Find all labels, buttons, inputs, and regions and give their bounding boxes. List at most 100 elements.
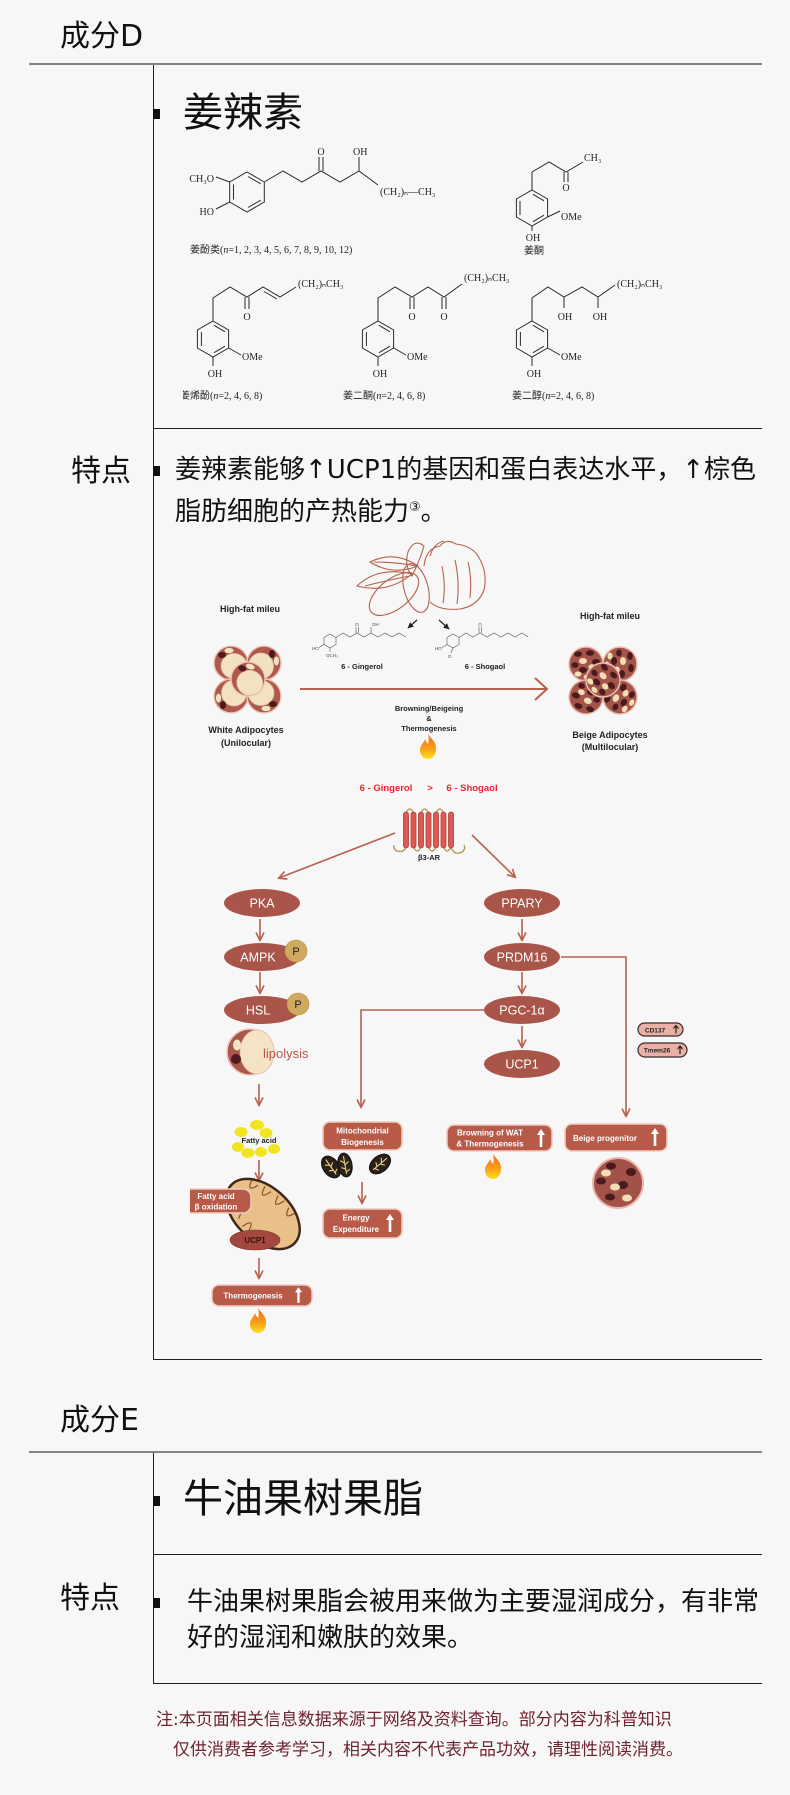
section-divider (29, 1451, 762, 1453)
feature-label: 特点 (71, 454, 131, 489)
structure-caption: 姜二醇(n=2, 4, 6, 8) (512, 389, 594, 402)
box-label: Beige progenitor (573, 1134, 637, 1143)
hydroxyl-label: HO (435, 646, 442, 651)
marker-pill-cd137: CD137 (637, 1022, 684, 1037)
white-adipocyte-cluster (214, 646, 281, 713)
white-adipocytes-sublabel: (Unilocular) (221, 738, 271, 748)
flame-icon (420, 734, 436, 759)
marker-label: Tmem26 (644, 1048, 671, 1055)
context-label-right: High-fat mileu (580, 611, 640, 621)
tail-label: (CH₂)ₙ—CH₃ (380, 187, 435, 198)
tail-label: (CH₂)ₙCH₃ (298, 279, 343, 290)
process-label: Browning/Beigeing (395, 704, 464, 713)
mito-ucp1-badge: UCP1 (229, 1229, 281, 1251)
methoxy-label: OMe (242, 352, 263, 363)
table-column-divider (153, 1453, 154, 1683)
box-label: Mitochondrial (336, 1127, 388, 1136)
structure-caption: 姜烯酚(n=2, 4, 6, 8) (183, 389, 262, 402)
flame-icon (250, 1308, 266, 1333)
alcohol-label: OH (558, 312, 572, 323)
arrow-receptor-to-pka (279, 832, 396, 878)
structure-caption: 姜酮 (524, 244, 544, 257)
browning-wat-box: Browning of WAT & Thermogenesis (446, 1124, 553, 1152)
methoxy-label: OMe (561, 212, 582, 223)
box-label: Fatty acid (197, 1192, 234, 1201)
ring-double-bonds (519, 193, 545, 223)
node-label: PRDM16 (497, 951, 548, 965)
beige-progenitor-cell-icon (592, 1157, 644, 1209)
arrow-pgc1a-to-mito-biogenesis (361, 1009, 484, 1107)
shogaols-structure: O (CH₂)ₙCH₃ OMe OH 姜烯酚(n=2, 4, 6, 8) (183, 279, 343, 402)
6-shogaol-structure: HO O O (435, 622, 529, 659)
gingerols-structure: CH₃O HO O OH (CH₂)ₙ—CH₃ 姜酚类(n=1, 2, 3, 4… (189, 147, 435, 256)
section-header-ingredient-e: 成分E (60, 1403, 139, 1438)
arrow-receptor-to-ppary (471, 834, 515, 877)
beige-adipocyte-cluster (564, 647, 643, 720)
caption-name: 姜酚类( (190, 243, 224, 256)
shogaol-label: 6 - Shogaol (465, 662, 505, 671)
caption-name: 姜二酮( (343, 389, 377, 402)
methoxy-label: O (448, 654, 452, 659)
benzene-ring (229, 171, 265, 213)
row-divider (153, 428, 762, 429)
benzene-ring (515, 189, 549, 227)
disclaimer-line: 仅供消费者参考学习，相关内容不代表产品功效，请理性阅读消费。 (173, 1740, 683, 1760)
arrow-to-shogaol (438, 619, 450, 630)
hydroxyl-label: OH (208, 369, 222, 380)
ring-double-bonds (365, 324, 391, 354)
ketone-label: O (355, 622, 359, 627)
feature-line: 脂肪细胞的产热能力③。 (175, 489, 756, 531)
caption-variable: n (545, 391, 550, 402)
table-column-divider (153, 65, 154, 1359)
box-label: & Thermogenesis (456, 1140, 524, 1149)
methoxy-label: OCH₃ (326, 653, 338, 658)
methoxy-label: OMe (407, 352, 428, 363)
ring-double-bonds (233, 176, 262, 208)
box-label: Biogenesis (341, 1138, 384, 1147)
caption-variable: n (376, 391, 381, 402)
row-divider (153, 1554, 762, 1555)
feature-label: 特点 (60, 1581, 120, 1616)
phosphorylation-badge (286, 992, 310, 1016)
node-ampk: AMPK P (224, 939, 308, 971)
arrow-prdm16-to-beige-progenitor (561, 956, 626, 1116)
zingerone-structure: CH₃ O OMe OH 姜酮 (515, 153, 601, 257)
ucp1-label: UCP1 (244, 1236, 266, 1245)
tail-label: (CH₂)ₙCH₃ (464, 273, 509, 284)
beige-adipocytes-sublabel: (Multilocular) (582, 742, 639, 752)
gingerol-thermogenesis-diagram: HO OCH₃ O OH HO O O 6 - Gingerol 6 - Sho… (190, 540, 688, 1345)
methoxy-label: CH₃O (189, 174, 214, 185)
ingredient-title: 姜辣素 (183, 90, 303, 136)
hydroxyl-label: OH (526, 233, 540, 244)
carbon-chain (215, 157, 379, 210)
gingerol-label: 6 - Gingerol (341, 662, 383, 671)
ketone-label: O (243, 312, 250, 323)
alcohol-label: OH (593, 312, 607, 323)
potency-operator: > (427, 783, 433, 794)
context-label-left: High-fat mileu (220, 604, 280, 614)
process-label: & (426, 714, 432, 723)
feature-line: 牛油果树果脂会被用来做为主要湿润成分，有非常 (187, 1587, 760, 1617)
mito-biogenesis-box: Mitochondrial Biogenesis (322, 1121, 403, 1151)
potency-left: 6 - Gingerol (360, 783, 413, 794)
feature-line: 好的湿润和嫩肤的效果。 (187, 1623, 474, 1653)
browning-arrow (300, 677, 549, 701)
phosphorylation-label: P (292, 946, 299, 958)
section-bottom-divider (153, 1683, 762, 1684)
section-bottom-divider (153, 1359, 762, 1360)
bullet-icon (153, 109, 160, 119)
node-ucp1: UCP1 (484, 1050, 560, 1078)
marker-label: CD137 (645, 1028, 666, 1035)
up-arrow-icon (673, 1024, 679, 1034)
bullet-icon (153, 1496, 160, 1506)
ketone-label: O (440, 312, 447, 323)
potency-right: 6 - Shogaol (446, 783, 497, 794)
carbon-chain (531, 284, 616, 366)
feature-line: 姜辣素能够↑UCP1的基因和蛋白表达水平，↑棕色 (175, 455, 756, 485)
beige-progenitor-box: Beige progenitor (564, 1123, 668, 1152)
benzene-ring (196, 320, 230, 358)
ketone-label: O (562, 183, 569, 194)
beta-oxidation-box: Fatty acid β oxidation (190, 1188, 252, 1214)
carbon-chain (531, 161, 584, 231)
node-label: HSL (246, 1004, 270, 1018)
